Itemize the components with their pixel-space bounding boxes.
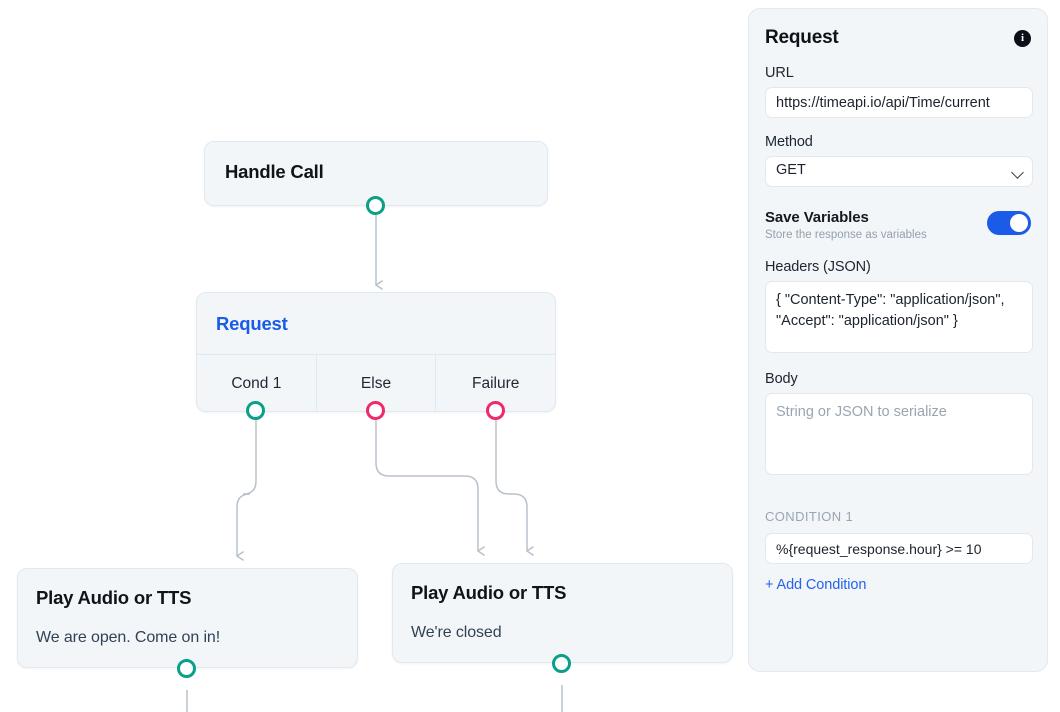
method-select[interactable]: GETPOSTPUTPATCHDELETE <box>765 156 1033 187</box>
flow-canvas[interactable]: Handle Call Request Cond 1 Else Failure <box>0 0 748 712</box>
node-request-port-else[interactable]: Else <box>317 355 437 412</box>
save-variables-text: Save Variables Store the response as var… <box>765 209 927 241</box>
handle-tts-closed-out[interactable] <box>552 654 571 673</box>
node-request-port-cond1[interactable]: Cond 1 <box>197 355 317 412</box>
port-label: Cond 1 <box>231 374 282 392</box>
save-variables-label: Save Variables <box>765 209 869 226</box>
save-variables-hint: Store the response as variables <box>765 229 927 241</box>
method-select-wrap: GETPOSTPUTPATCHDELETE <box>765 156 1033 187</box>
handle-handle-call-out[interactable] <box>366 196 385 215</box>
body-textarea[interactable] <box>765 393 1033 475</box>
node-play-audio-tts-closed-subtitle: We're closed <box>411 624 502 641</box>
inspector-panel: Request i URL Method GETPOSTPUTPATCHDELE… <box>748 8 1048 672</box>
headers-label: Headers (JSON) <box>765 259 871 275</box>
headers-textarea[interactable] <box>765 281 1033 353</box>
info-icon[interactable]: i <box>1014 29 1031 47</box>
node-request-ports: Cond 1 Else Failure <box>197 355 555 412</box>
port-label: Failure <box>471 374 520 392</box>
save-variables-row: Save Variables Store the response as var… <box>765 209 1031 241</box>
node-play-audio-tts-closed-title: Play Audio or TTS <box>411 582 567 603</box>
url-input[interactable] <box>765 87 1033 118</box>
node-play-audio-tts-open-title: Play Audio or TTS <box>36 587 192 608</box>
edge-else-ttsclosed <box>375 420 485 556</box>
handle-request-else[interactable] <box>366 401 385 420</box>
node-play-audio-tts-open[interactable]: Play Audio or TTS We are open. Come on i… <box>17 568 358 668</box>
node-play-audio-tts-open-subtitle: We are open. Come on in! <box>36 629 221 646</box>
edge-cond1-ttsopen <box>236 420 257 561</box>
condition-1-label: CONDITION 1 <box>765 509 854 524</box>
node-play-audio-tts-closed[interactable]: Play Audio or TTS We're closed <box>392 563 733 663</box>
node-request-port-failure[interactable]: Failure <box>436 355 555 412</box>
edge-failure-ttsclosed <box>495 420 534 556</box>
port-label: Else <box>360 374 392 392</box>
save-variables-toggle[interactable] <box>987 211 1031 235</box>
panel-title: Request <box>765 27 839 48</box>
node-request[interactable]: Request Cond 1 Else Failure <box>196 292 556 412</box>
node-handle-call-title: Handle Call <box>225 161 324 182</box>
condition-1-input[interactable] <box>765 533 1033 564</box>
inspector-header: Request i <box>765 27 1031 49</box>
handle-tts-open-out[interactable] <box>177 659 196 678</box>
node-request-title: Request <box>216 312 288 334</box>
url-label: URL <box>765 65 794 81</box>
method-label: Method <box>765 134 813 150</box>
handle-request-failure[interactable] <box>486 401 505 420</box>
node-request-header: Request <box>197 293 555 355</box>
add-condition-button[interactable]: + Add Condition <box>765 577 867 593</box>
body-label: Body <box>765 371 798 387</box>
handle-request-cond1[interactable] <box>246 401 265 420</box>
toggle-knob <box>1010 214 1028 232</box>
